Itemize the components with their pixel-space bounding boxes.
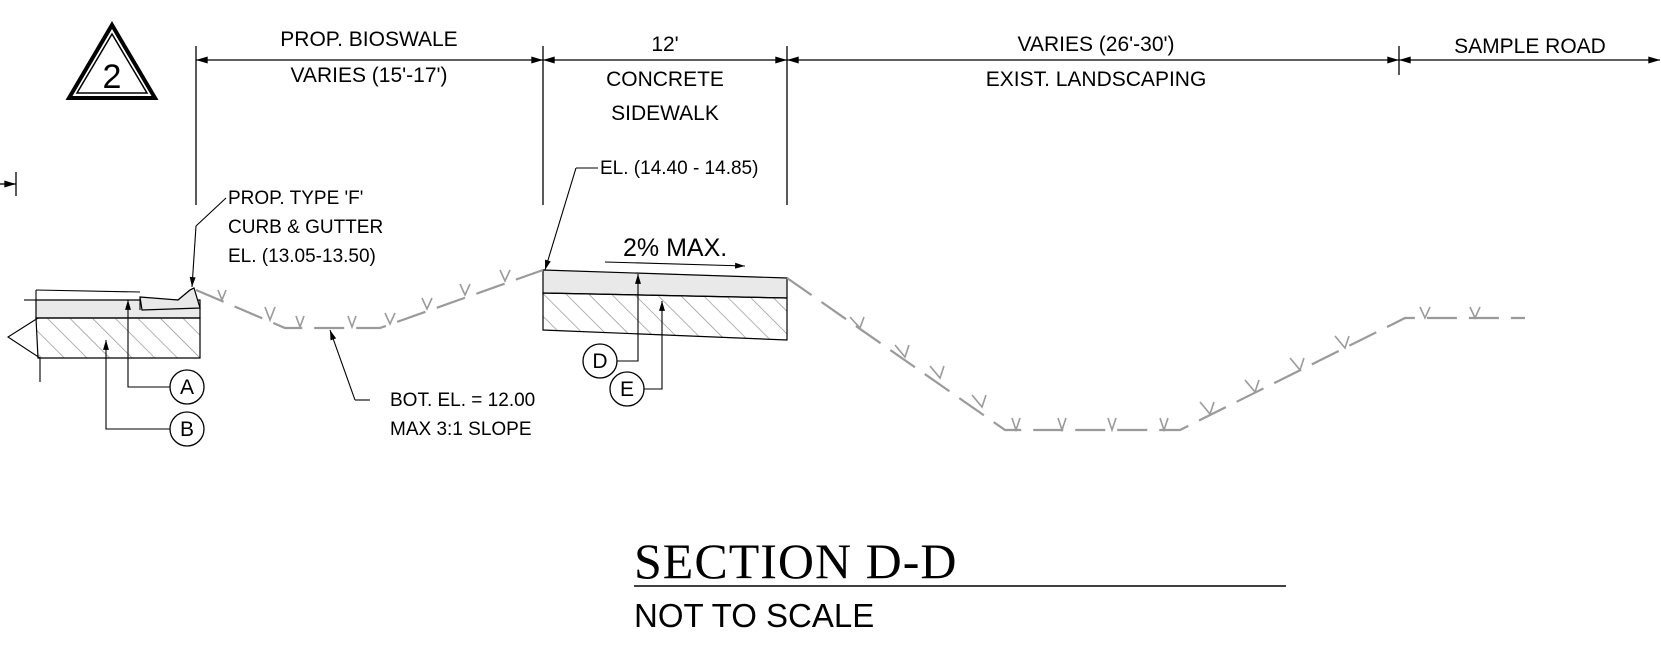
curb-callout-1: PROP. TYPE 'F' (228, 188, 363, 209)
curb-callout-2: CURB & GUTTER (228, 217, 383, 238)
callout-labels: PROP. TYPE 'F' CURB & GUTTER EL. (13.05-… (228, 158, 758, 440)
scale-note: NOT TO SCALE (634, 597, 874, 634)
title-block: SECTION D-D NOT TO SCALE (634, 533, 1286, 634)
grade-line (195, 268, 1525, 432)
key-a: A (180, 376, 194, 399)
sidewalk-section (542, 269, 788, 341)
curb-callout-3: EL. (13.05-13.50) (228, 246, 376, 267)
callout-leaders (103, 167, 665, 430)
dimension-lines (0, 46, 1660, 205)
road-label: SAMPLE ROAD (1454, 35, 1606, 58)
detail-marker: 2 (65, 21, 159, 100)
bottom-elevation: BOT. EL. = 12.00 (390, 390, 535, 411)
key-d: D (592, 350, 607, 373)
sidewalk-label-1: CONCRETE (606, 68, 724, 91)
road-section (6, 289, 201, 382)
dimension-labels: PROP. BIOSWALE VARIES (15'-17') 12' CONC… (280, 28, 1606, 125)
section-title: SECTION D-D (634, 533, 957, 589)
detail-marker-number: 2 (103, 58, 122, 96)
key-markers: A B D E (169, 343, 645, 447)
max-slope: MAX 3:1 SLOPE (390, 419, 532, 440)
landscaping-label: EXIST. LANDSCAPING (986, 68, 1207, 91)
curb-and-gutter (139, 287, 201, 311)
sidewalk-elevation: EL. (14.40 - 14.85) (600, 158, 758, 179)
bioswale-label: PROP. BIOSWALE (280, 28, 457, 51)
sidewalk-width: 12' (651, 33, 678, 56)
sidewalk-label-2: SIDEWALK (611, 102, 719, 125)
key-e: E (620, 378, 634, 401)
slope-label: 2% MAX. (623, 234, 727, 262)
grass-symbols (217, 269, 1481, 433)
bioswale-width: VARIES (15'-17') (290, 64, 447, 87)
landscaping-width: VARIES (26'-30') (1017, 33, 1174, 56)
key-b: B (180, 418, 194, 441)
